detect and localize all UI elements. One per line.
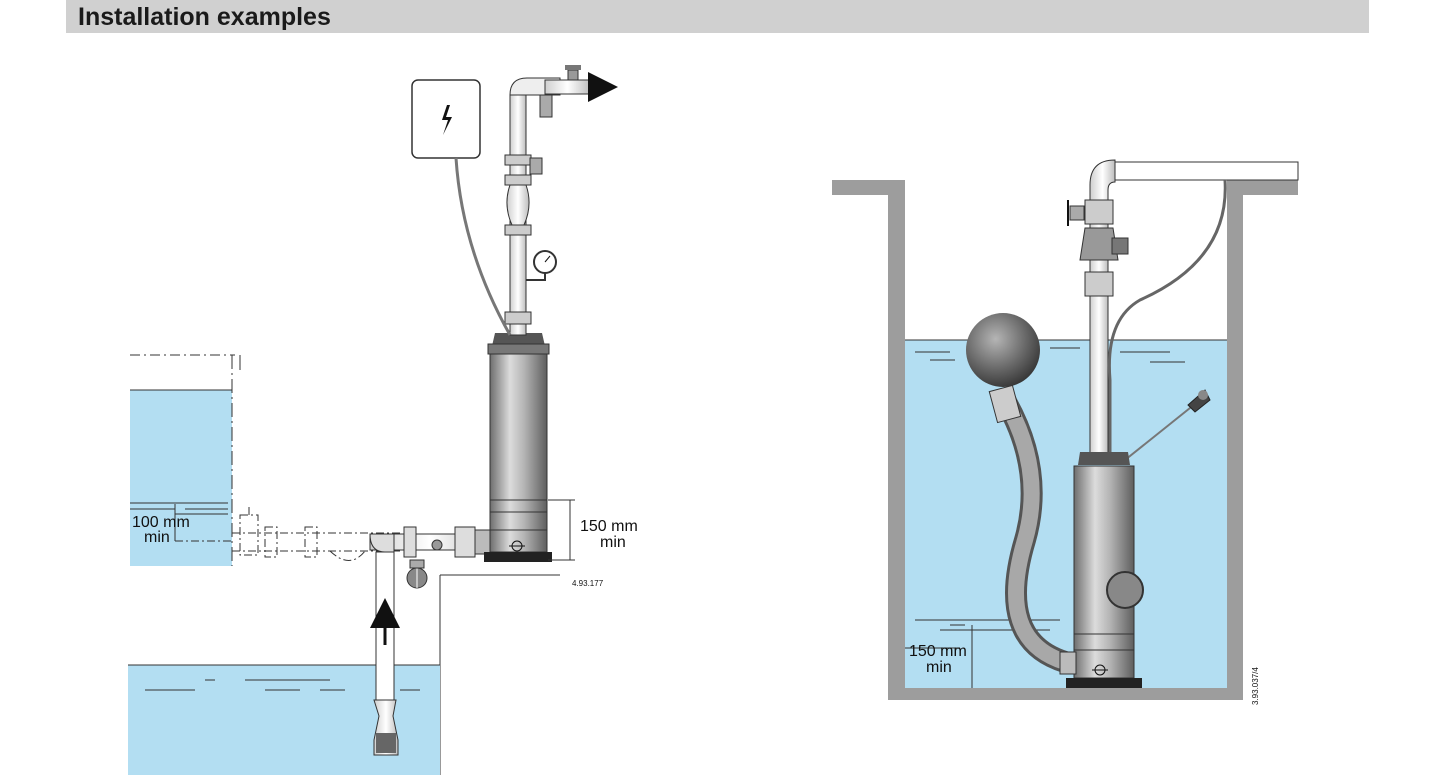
submersible-pump-left [484, 333, 575, 562]
svg-text:min: min [600, 534, 626, 551]
control-box-icon [411, 79, 481, 159]
figure-right-sump-pit: 150 mm min 3.93.037/4 [832, 159, 1299, 705]
svg-text:min: min [926, 659, 952, 676]
water-surface-lines [905, 339, 1227, 688]
figure-left-pressure-pump: 100 mm min [128, 65, 638, 775]
figure-code-right: 3.93.037/4 [1251, 667, 1260, 705]
svg-text:150 mm: 150 mm [580, 518, 638, 535]
power-cable-left [454, 157, 512, 336]
sump-water [905, 340, 1227, 688]
power-cable-right [1107, 179, 1227, 460]
figure-code-left: 4.93.177 [572, 579, 604, 588]
svg-text:100 mm: 100 mm [132, 514, 190, 531]
pump-dimension-label-right: 150 mm min [909, 643, 967, 676]
submersible-pump-right [1059, 452, 1144, 688]
valve-icon [1067, 200, 1129, 255]
float-ball-icon [966, 313, 1040, 387]
pressure-gauge-icon [533, 250, 557, 274]
float-switch-icon [1187, 389, 1211, 413]
lightning-icon [442, 105, 452, 135]
floor-ledge [439, 574, 560, 775]
float-switch-cable [1124, 399, 1201, 461]
inlet-dimension-label: 100 mm min [132, 514, 190, 546]
suction-line-dashed [232, 507, 400, 561]
section-header-bar: Installation examples [66, 0, 1369, 33]
discharge-riser [504, 65, 618, 336]
upper-tank [130, 354, 241, 566]
discharge-pipe-right [1079, 159, 1299, 461]
hose-strainer [988, 384, 1022, 424]
pump-dimension-label-left: 150 mm min [580, 518, 638, 551]
svg-text:min: min [144, 529, 170, 546]
svg-text:150 mm: 150 mm [909, 643, 967, 660]
suction-pipe [370, 551, 400, 756]
section-title: Installation examples [78, 3, 331, 31]
